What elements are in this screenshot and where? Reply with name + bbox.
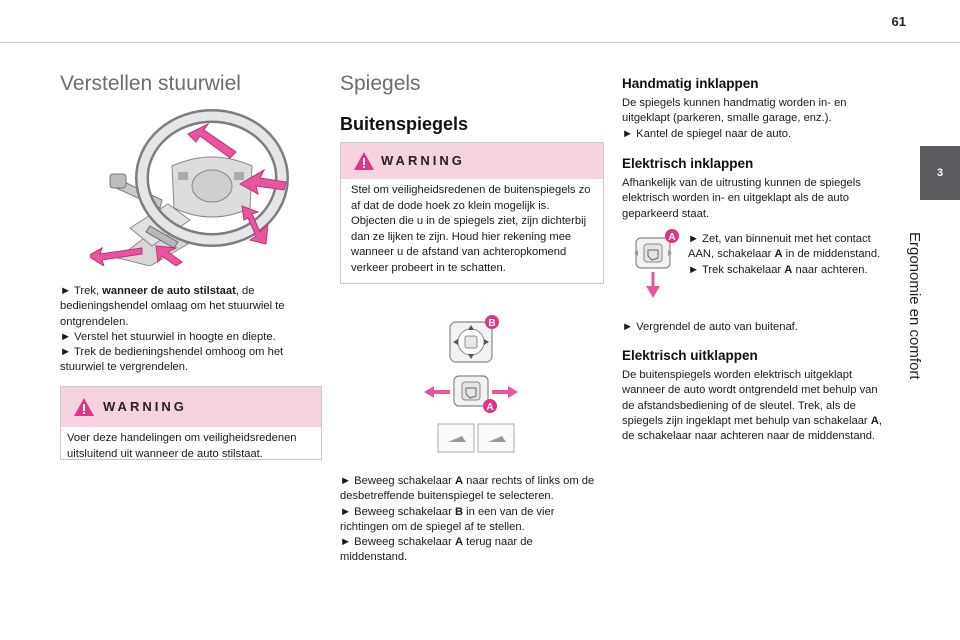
mirrors-instructions: ► Beweeg schakelaar A naar rechts of lin… [340, 474, 602, 566]
steering-warning-box: WARNING Voer deze handelingen om veiligh… [60, 386, 322, 460]
electric-fold-step-2: ► Trek schakelaar A naar achteren. [688, 263, 868, 276]
electric-fold-title: Elektrisch inklappen [622, 156, 754, 171]
warning-header [341, 143, 603, 179]
warning-text: Stel om veiligheidsredenen de buitenspie… [351, 184, 591, 274]
chapter-tab[interactable]: 3 [920, 146, 960, 200]
mirrors-step-1: ► Beweeg schakelaar A naar rechts of lin… [340, 475, 595, 503]
electric-unfold-title: Elektrisch uitklappen [622, 348, 758, 363]
page-number: 61 [891, 14, 906, 29]
warning-header [61, 387, 321, 427]
fold-switch-label: A [668, 232, 675, 243]
electric-unfold-text: De buitenspiegels worden elektrisch uitg… [622, 369, 882, 443]
mirrors-step-2: ► Beweeg schakelaar B in een van de vier… [340, 505, 555, 533]
switch-a-label: A [486, 402, 493, 413]
electric-fold-step-1: ► Zet, van binnenuit met het contact AAN… [688, 233, 881, 261]
manual-fold-step: ► Kantel de spiegel naar de auto. [622, 127, 792, 140]
chapter-title: Ergonomie en comfort [900, 232, 930, 432]
warning-title: WARNING [381, 153, 465, 168]
steering-step-1: ► Trek, wanneer de auto stilstaat, de be… [60, 285, 285, 328]
electric-fold-step-3: ► Vergrendel de auto van buitenaf. [622, 321, 798, 333]
electric-fold-steps: ► Zet, van binnenuit met het contact AAN… [688, 232, 884, 278]
steering-step-2: ► Verstel het stuurwiel in hoogte en die… [60, 330, 276, 343]
manual-fold-title: Handmatig inklappen [622, 76, 759, 91]
steering-wheel-illustration [90, 109, 289, 266]
mirrors-title: Spiegels [340, 72, 421, 95]
mirrors-subtitle: Buitenspiegels [340, 114, 469, 134]
steering-step-3: ► Trek de bedieningshendel omhoog om het… [60, 346, 284, 374]
warning-triangle-icon [354, 152, 374, 170]
warning-title: WARNING [103, 399, 187, 414]
mirrors-step-3: ► Beweeg schakelaar A terug naar de midd… [340, 536, 533, 564]
warning-triangle-icon [74, 398, 94, 416]
steering-title: Verstellen stuurwiel [60, 72, 241, 95]
switch-b-label: B [488, 318, 495, 329]
chapter-title-text: Ergonomie en comfort [906, 232, 923, 380]
mirrors-warning-box: WARNING Stel om veiligheidsredenen de bu… [340, 142, 604, 284]
warning-text: Voer deze handelingen om veiligheidsrede… [67, 432, 297, 460]
mirror-control-illustration: B A [424, 315, 518, 453]
electric-fold-text: Afhankelijk van de uitrusting kunnen de … [622, 177, 861, 220]
fold-switch-illustration: A [634, 229, 679, 298]
manual-fold-text: De spiegels kunnen handmatig worden in- … [622, 96, 872, 142]
header-rule [0, 42, 960, 43]
steering-instructions: ► Trek, wanneer de auto stilstaat, de be… [60, 284, 322, 376]
